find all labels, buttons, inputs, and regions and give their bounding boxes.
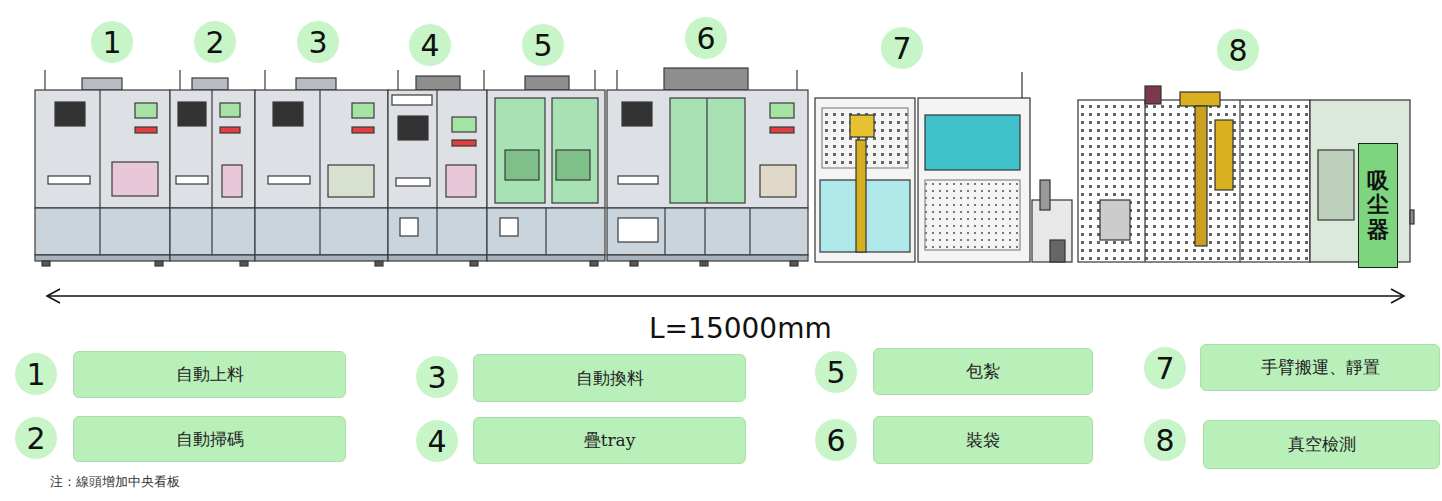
dimension-arrow (47, 289, 1404, 303)
station-label-box: 自動上料 (73, 351, 346, 398)
callout-number: 2 (14, 416, 58, 460)
station-label-box: 包紮 (873, 348, 1093, 395)
node-text: 8 (1228, 33, 1247, 68)
node-text: 6 (826, 423, 845, 458)
callout-number: 8 (1143, 418, 1187, 462)
callout-number: 7 (1143, 346, 1187, 390)
node-text: 3 (427, 360, 446, 395)
callout-number: 2 (193, 20, 237, 64)
node-text: 自動掃碼 (176, 428, 244, 451)
callout-number: 5 (521, 23, 565, 67)
node-text: 3 (308, 25, 327, 60)
note-text: 注：線頭增加中央看板 (50, 473, 180, 491)
node-text: 2 (205, 25, 224, 60)
node-text: 7 (1155, 351, 1174, 386)
node-text: 疊tray (584, 429, 636, 452)
callout-number: 4 (415, 419, 459, 463)
node-text: 包紮 (966, 360, 1000, 383)
station-label-box: 手臂搬運、靜置 (1200, 344, 1440, 391)
node-text: 裝袋 (966, 429, 1000, 452)
cabinet-stations (35, 68, 808, 266)
node-text: 6 (696, 21, 715, 56)
callout-number: 1 (14, 352, 58, 396)
node-text: 4 (427, 424, 446, 459)
station-label-box: 真空檢測 (1203, 420, 1440, 469)
dimension-label: L=15000mm (649, 312, 832, 345)
vacuum-cleaner-box: 吸尘器 (1358, 143, 1398, 268)
node-text: 1 (26, 357, 45, 392)
callout-number: 8 (1216, 28, 1260, 72)
robot-station (815, 72, 1072, 262)
station-label-box: 自動掃碼 (73, 416, 346, 462)
node-text: 5 (826, 355, 845, 390)
node-text: 1 (102, 25, 121, 60)
node-text: 5 (533, 28, 552, 63)
node-text: 自動換料 (576, 367, 644, 390)
node-text: 8 (1155, 423, 1174, 458)
node-text: 手臂搬運、靜置 (1261, 356, 1380, 379)
callout-number: 4 (408, 23, 452, 67)
station-label-box: 疊tray (473, 417, 746, 464)
callout-number: 3 (415, 355, 459, 399)
station-label-box: 自動換料 (473, 354, 746, 402)
node-text: 7 (892, 31, 911, 66)
node-text: 自動上料 (176, 363, 244, 386)
callout-number: 3 (296, 20, 340, 64)
node-text: 吸尘器 (1367, 169, 1389, 242)
node-text: 真空檢測 (1288, 433, 1356, 456)
node-text: 2 (26, 421, 45, 456)
callout-number: 7 (880, 26, 924, 70)
callout-number: 6 (814, 418, 858, 462)
callout-number: 6 (684, 16, 728, 60)
callout-number: 1 (90, 20, 134, 64)
callout-number: 5 (814, 350, 858, 394)
station-label-box: 裝袋 (873, 416, 1093, 464)
node-text: 4 (420, 28, 439, 63)
